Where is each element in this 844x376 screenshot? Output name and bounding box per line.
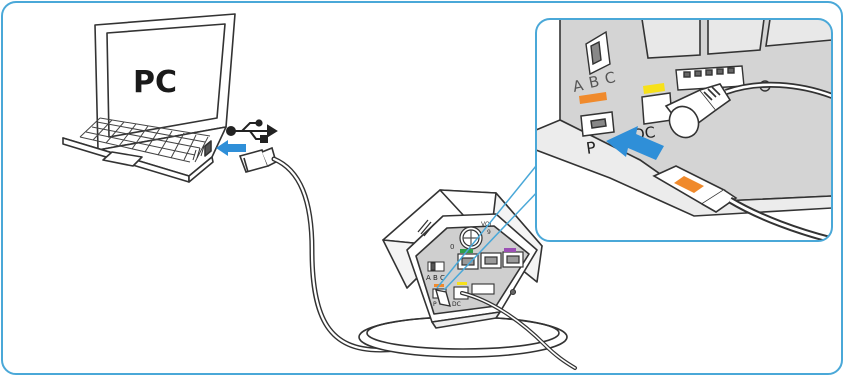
inset-usb-port (581, 112, 614, 136)
base-label-dc: DC (452, 301, 461, 308)
base-label-p: P (433, 301, 437, 308)
pc-label: PC (133, 65, 177, 100)
base-network-ports (458, 252, 523, 269)
base-dc-port-marker (457, 282, 467, 285)
base-switch-a: A (426, 274, 431, 282)
port-color-purple (504, 248, 516, 252)
zoom-inset: A B C P DC (536, 19, 832, 241)
volume-mark-max: 9 (487, 229, 491, 236)
volume-mark-min: 0 (450, 243, 454, 251)
base-abc-switch (428, 262, 444, 271)
base-switch-b: B (433, 274, 438, 282)
